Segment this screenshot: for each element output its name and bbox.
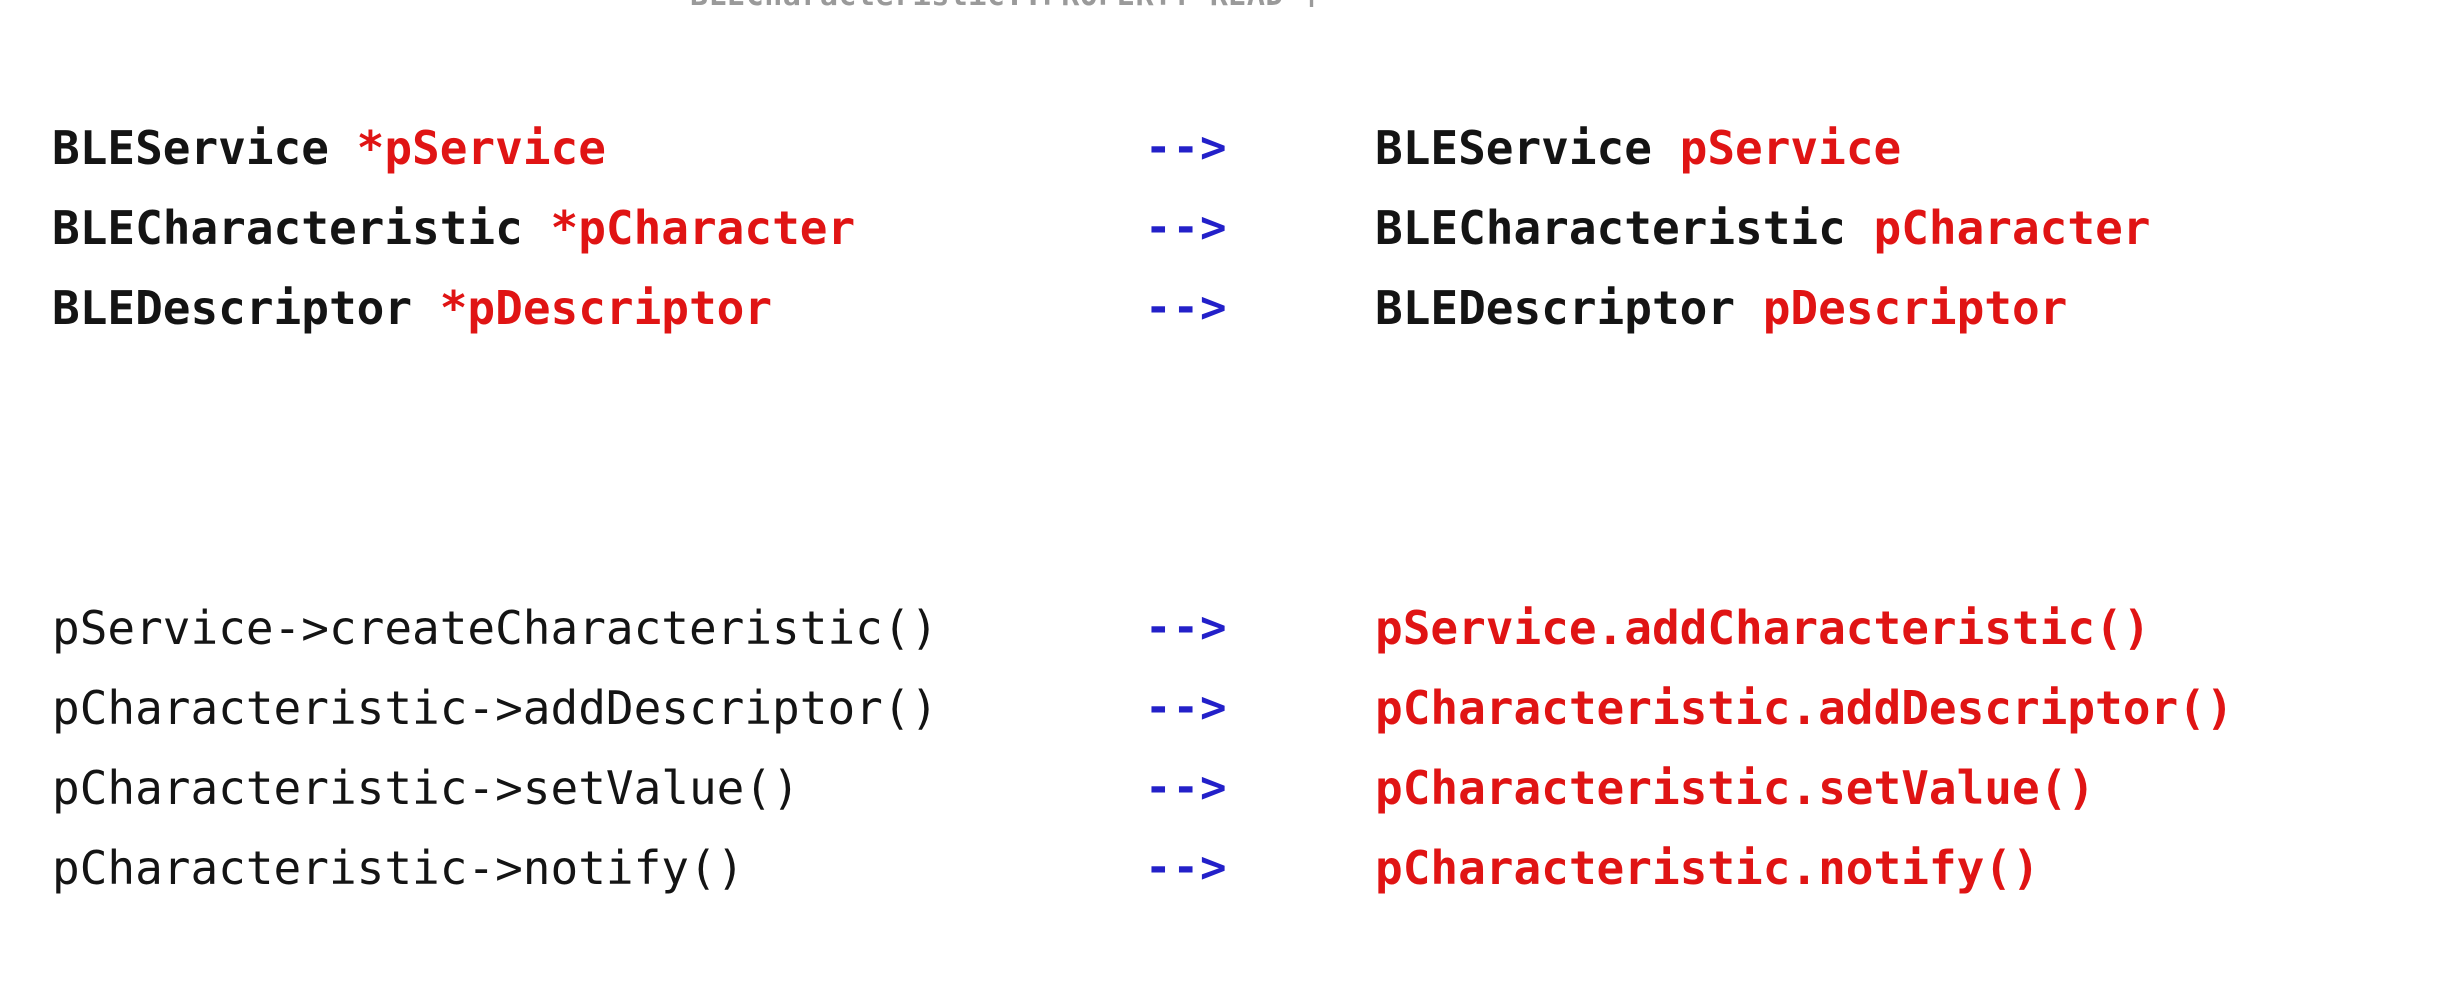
right-variable-name: pDescriptor <box>1762 281 2068 335</box>
left-method-call: pCharacteristic->notify() <box>52 841 745 895</box>
left-variable-name: *pService <box>356 121 606 175</box>
arrow-icon: --> <box>1145 682 1228 733</box>
right-method-call: pService.addCharacteristic() <box>1375 601 2151 655</box>
code-row: pService->createCharacteristic() --> pSe… <box>0 588 2450 668</box>
arrow-icon: --> <box>1145 202 1228 253</box>
top-remnant-text: BLECharacteristic::PROPERTY_READ | <box>690 0 1321 7</box>
left-type-name: BLECharacteristic <box>52 201 523 255</box>
left-declaration: BLEDescriptor *pDescriptor <box>52 268 772 348</box>
right-type-name: BLEService <box>1375 121 1652 175</box>
top-clipped-remnant: BLECharacteristic::PROPERTY_READ | <box>0 0 2450 7</box>
code-row: BLEDescriptor *pDescriptor --> BLEDescri… <box>0 268 2450 348</box>
right-method-call: pCharacteristic.addDescriptor() <box>1375 681 2234 735</box>
code-row: pCharacteristic->addDescriptor() --> pCh… <box>0 668 2450 748</box>
code-row: BLECharacteristic *pCharacter --> BLECha… <box>0 188 2450 268</box>
left-variable-name: *pCharacter <box>550 201 856 255</box>
left-type-name: BLEService <box>52 121 329 175</box>
left-method-call: pCharacteristic->addDescriptor() <box>52 681 939 735</box>
right-declaration: BLECharacteristic pCharacter <box>1375 188 2150 268</box>
left-method-call: pService->createCharacteristic() <box>52 601 939 655</box>
right-declaration: BLEDescriptor pDescriptor <box>1375 268 2067 348</box>
arrow-icon: --> <box>1145 762 1228 813</box>
right-variable-name: pCharacter <box>1873 201 2151 255</box>
right-method-call: pCharacteristic.notify() <box>1375 841 2040 895</box>
left-declaration: BLECharacteristic *pCharacter <box>52 188 855 268</box>
left-variable-name: *pDescriptor <box>439 281 773 335</box>
method-calls-block: pService->createCharacteristic() --> pSe… <box>0 588 2450 908</box>
arrow-icon: --> <box>1145 122 1228 173</box>
arrow-icon: --> <box>1145 282 1228 333</box>
right-type-name: BLECharacteristic <box>1375 201 1846 255</box>
code-row: BLEService *pService --> BLEService pSer… <box>0 108 2450 188</box>
right-method-call: pCharacteristic.setValue() <box>1375 761 2096 815</box>
code-row: pCharacteristic->notify() --> pCharacter… <box>0 828 2450 908</box>
arrow-icon: --> <box>1145 602 1228 653</box>
right-declaration: BLEService pService <box>1375 108 1901 188</box>
left-declaration: BLEService *pService <box>52 108 606 188</box>
type-declarations-block: BLEService *pService --> BLEService pSer… <box>0 108 2450 348</box>
right-type-name: BLEDescriptor <box>1375 281 1736 335</box>
arrow-icon: --> <box>1145 842 1228 893</box>
left-type-name: BLEDescriptor <box>52 281 413 335</box>
right-variable-name: pService <box>1679 121 1902 175</box>
left-method-call: pCharacteristic->setValue() <box>52 761 800 815</box>
code-row: pCharacteristic->setValue() --> pCharact… <box>0 748 2450 828</box>
